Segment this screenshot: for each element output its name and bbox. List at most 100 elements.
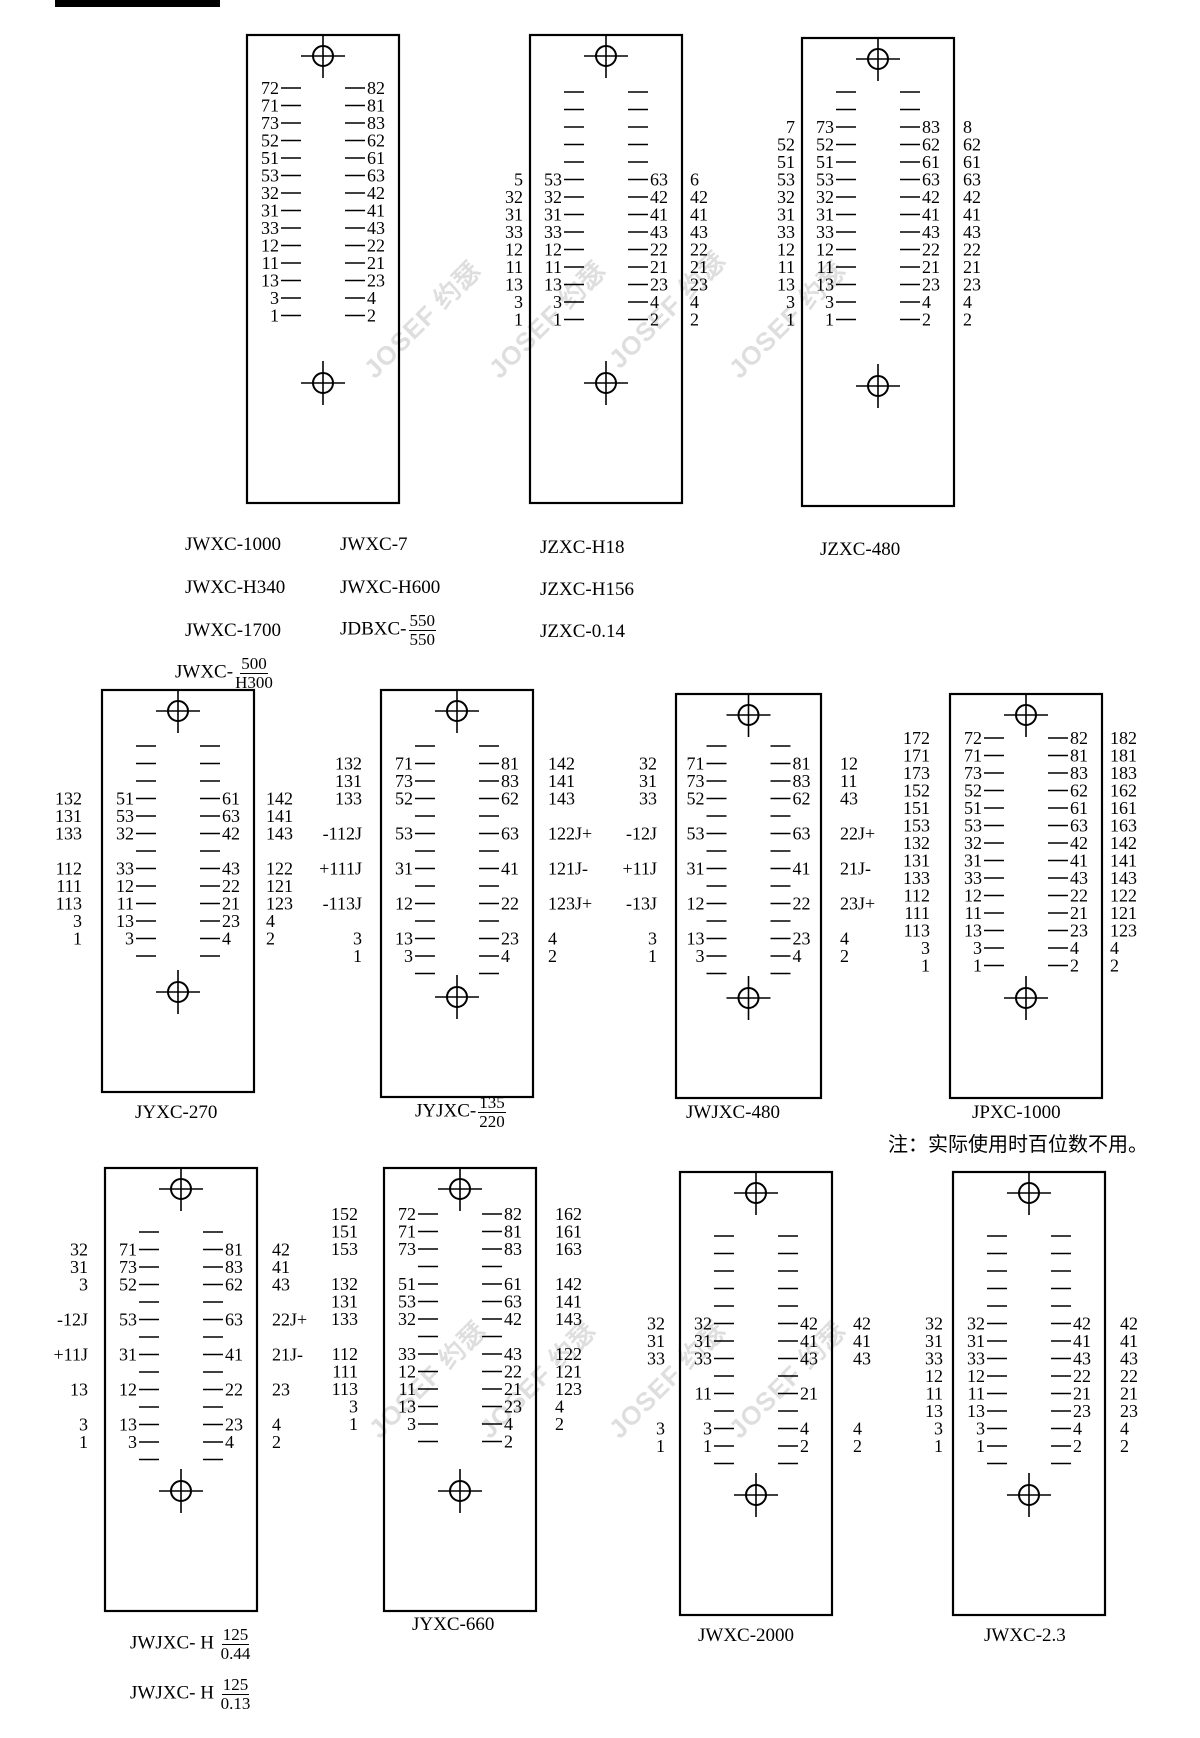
- mounting-hole-icon: [584, 361, 628, 405]
- terminal-number: 132: [331, 1274, 358, 1294]
- terminal-number: 12: [398, 1362, 416, 1382]
- terminal-number: 4: [853, 1419, 862, 1439]
- terminal-number: 53: [116, 806, 134, 826]
- terminal-number: 11: [545, 257, 562, 277]
- terminal-number: 1: [921, 956, 930, 976]
- terminal-number: 51: [964, 798, 982, 818]
- terminal-number: 4: [690, 292, 699, 312]
- terminal-number: 81: [504, 1222, 522, 1242]
- mounting-hole-icon: [1007, 1171, 1051, 1215]
- terminal-number: 62: [793, 789, 811, 809]
- terminal-number: 11: [399, 1379, 416, 1399]
- terminal-number: 82: [504, 1204, 522, 1224]
- terminal-number: 4: [555, 1397, 564, 1417]
- terminal-number: 4: [548, 929, 557, 949]
- terminal-number: 1: [349, 1414, 358, 1434]
- terminal-number: 81: [367, 96, 385, 116]
- terminal-number: 21J-: [272, 1345, 303, 1365]
- terminal-number: 23: [963, 275, 981, 295]
- terminal-number: 4: [800, 1419, 809, 1439]
- terminal-number: 172: [903, 728, 930, 748]
- terminal-number: 6: [690, 170, 699, 190]
- terminal-number: 21J-: [840, 859, 871, 879]
- terminal-number: 3: [404, 946, 413, 966]
- terminal-number: 51: [398, 1274, 416, 1294]
- terminal-number: 52: [261, 131, 279, 151]
- terminal-number: 63: [367, 166, 385, 186]
- terminal-number: 163: [555, 1239, 582, 1259]
- terminal-number: 4: [272, 1415, 281, 1435]
- terminal-number: 12: [119, 1380, 137, 1400]
- terminal-number: 82: [1070, 728, 1088, 748]
- terminal-number: 22: [690, 240, 708, 260]
- terminal-number: 23: [1070, 921, 1088, 941]
- mounting-hole-icon: [301, 361, 345, 405]
- terminal-number: 2: [1073, 1436, 1082, 1456]
- relay-model-label: JWJXC-480: [686, 1102, 780, 1123]
- terminal-number: 13: [398, 1397, 416, 1417]
- mounting-hole-icon: [301, 34, 345, 78]
- terminal-number: 43: [1070, 868, 1088, 888]
- terminal-number: 1: [270, 306, 279, 326]
- terminal-number: 4: [266, 911, 275, 931]
- terminal-number: 12: [925, 1366, 943, 1386]
- terminal-number: 123: [555, 1379, 582, 1399]
- terminal-number: 41: [225, 1345, 243, 1365]
- terminal-number: +11J: [623, 859, 658, 879]
- terminal-number: 22: [501, 894, 519, 914]
- terminal-number: 123: [266, 894, 293, 914]
- terminal-number: 22J+: [840, 824, 875, 844]
- relay-model-label: JZXC-480: [820, 539, 901, 560]
- terminal-number: 71: [395, 754, 413, 774]
- terminal-number: 63: [1070, 816, 1088, 836]
- terminal-number: 22: [793, 894, 811, 914]
- terminal-number: 23: [501, 929, 519, 949]
- terminal-number: 152: [331, 1204, 358, 1224]
- terminal-number: 33: [261, 218, 279, 238]
- terminal-number: 32: [639, 754, 657, 774]
- terminal-number: 143: [1110, 868, 1137, 888]
- terminal-number: 1: [825, 310, 834, 330]
- mounting-hole-icon: [159, 1469, 203, 1513]
- terminal-number: 2: [367, 306, 376, 326]
- mounting-hole-icon: [1004, 693, 1048, 737]
- mounting-hole-icon: [856, 37, 900, 81]
- terminal-number: 51: [116, 789, 134, 809]
- terminal-number: +111J: [319, 859, 362, 879]
- terminal-number: 33: [398, 1344, 416, 1364]
- terminal-number: 62: [1070, 781, 1088, 801]
- terminal-number: 4: [501, 946, 510, 966]
- terminal-number: 13: [925, 1401, 943, 1421]
- terminal-number: 43: [690, 222, 708, 242]
- terminal-number: 43: [1073, 1349, 1091, 1369]
- terminal-number: 61: [222, 789, 240, 809]
- terminal-number: 3: [934, 1419, 943, 1439]
- terminal-number: 21: [1070, 903, 1088, 923]
- terminal-number: 22: [504, 1362, 522, 1382]
- terminal-number: 73: [398, 1239, 416, 1259]
- terminal-number: 22: [1073, 1366, 1091, 1386]
- mounting-hole-icon: [584, 34, 628, 78]
- terminal-number: 3: [648, 929, 657, 949]
- terminal-number: 12: [840, 754, 858, 774]
- terminal-number: 32: [261, 183, 279, 203]
- terminal-number: 43: [853, 1349, 871, 1369]
- terminal-number: 32: [967, 1314, 985, 1334]
- terminal-number: 1: [973, 956, 982, 976]
- terminal-number: 143: [266, 824, 293, 844]
- terminal-number: 33: [544, 222, 562, 242]
- terminal-number: 2: [963, 310, 972, 330]
- terminal-number: 41: [1073, 1331, 1091, 1351]
- terminal-number: 22: [1120, 1366, 1138, 1386]
- terminal-number: 32: [816, 187, 834, 207]
- terminal-number: 83: [501, 771, 519, 791]
- terminal-number: 3: [696, 946, 705, 966]
- terminal-number: 53: [964, 816, 982, 836]
- terminal-number: 43: [800, 1349, 818, 1369]
- terminal-number: 133: [335, 789, 362, 809]
- terminal-number: 63: [793, 824, 811, 844]
- terminal-number: 22: [922, 240, 940, 260]
- terminal-number: 13: [505, 275, 523, 295]
- terminal-number: 42: [922, 187, 940, 207]
- terminal-number: 131: [331, 1292, 358, 1312]
